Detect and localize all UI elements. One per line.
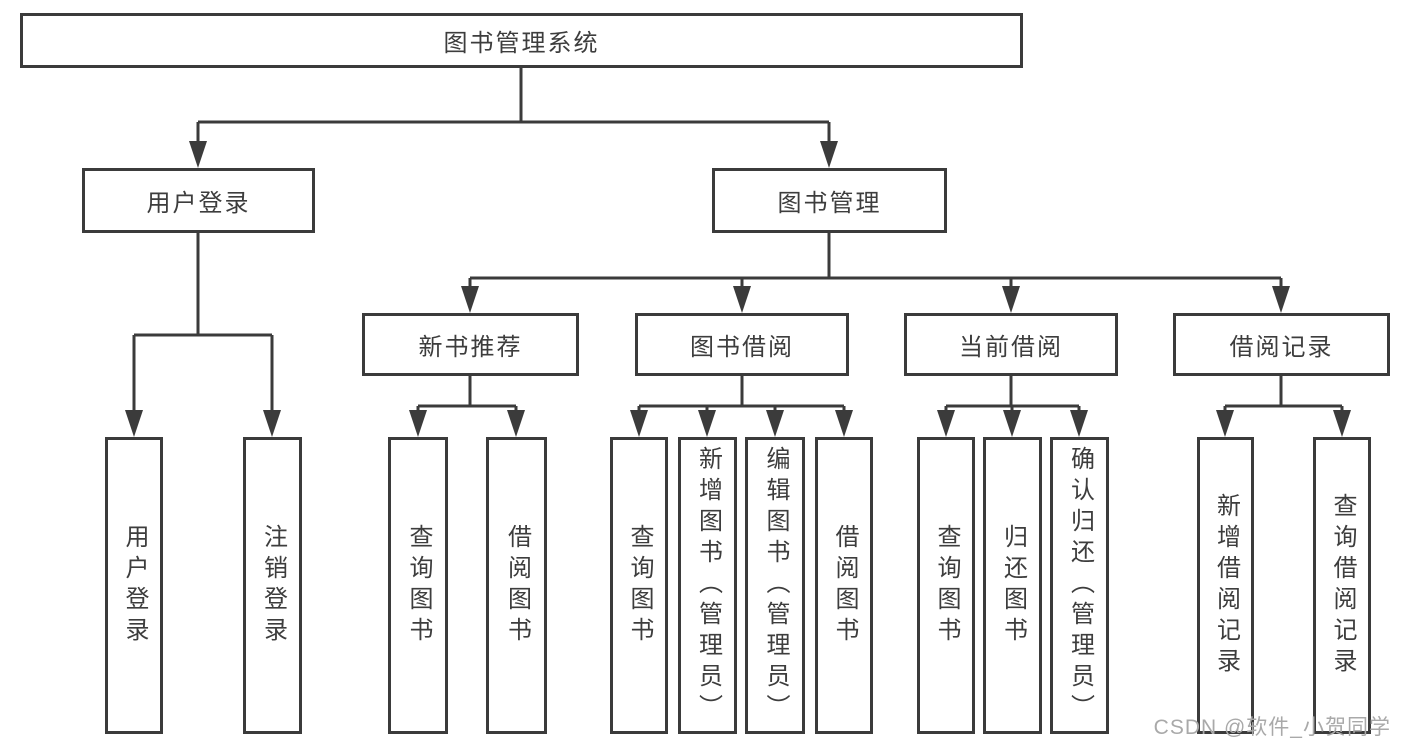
csdn-watermark: CSDN @软件_小贺同学 [1153, 716, 1391, 739]
arrowhead [1002, 286, 1020, 313]
leaf-return-books: 归还图书 [983, 437, 1042, 734]
arrowhead [1070, 410, 1088, 437]
leaf-logout: 注销登录 [243, 437, 302, 734]
arrowhead [1333, 410, 1351, 437]
leaf-borrow-books-recommend: 借阅图书 [486, 437, 547, 734]
leaf-add-book-admin: 新增图书（管理员） [678, 437, 737, 734]
leaf-confirm-return-admin: 确认归还（管理员） [1050, 437, 1109, 734]
arrowhead [937, 410, 955, 437]
node-current-borrow: 当前借阅 [904, 313, 1118, 376]
arrowhead [698, 410, 716, 437]
arrowhead [1272, 286, 1290, 313]
arrowhead [461, 286, 479, 313]
arrowhead [1003, 410, 1021, 437]
node-new-book-recommend: 新书推荐 [362, 313, 579, 376]
connector-path [132, 68, 1344, 412]
arrowhead [189, 141, 207, 168]
node-book-management: 图书管理 [712, 168, 947, 233]
leaf-query-books-current: 查询图书 [917, 437, 975, 734]
arrowhead [630, 410, 648, 437]
leaf-add-borrow-record: 新增借阅记录 [1197, 437, 1254, 734]
node-borrow-records: 借阅记录 [1173, 313, 1390, 376]
arrowhead [263, 410, 281, 437]
arrowhead [835, 410, 853, 437]
arrowhead [733, 286, 751, 313]
node-root: 图书管理系统 [20, 13, 1023, 68]
leaf-borrow-books: 借阅图书 [815, 437, 873, 734]
leaf-query-borrow-record: 查询借阅记录 [1313, 437, 1371, 734]
arrowhead [409, 410, 427, 437]
arrowhead [1216, 410, 1234, 437]
arrowhead [125, 410, 143, 437]
leaf-edit-book-admin: 编辑图书（管理员） [745, 437, 805, 734]
node-book-borrow: 图书借阅 [635, 313, 849, 376]
arrowhead [766, 410, 784, 437]
node-user-login: 用户登录 [82, 168, 315, 233]
leaf-user-login: 用户登录 [105, 437, 163, 734]
leaf-query-books-borrow: 查询图书 [610, 437, 668, 734]
leaf-query-books-recommend: 查询图书 [388, 437, 448, 734]
arrowhead [820, 141, 838, 168]
arrowhead [507, 410, 525, 437]
